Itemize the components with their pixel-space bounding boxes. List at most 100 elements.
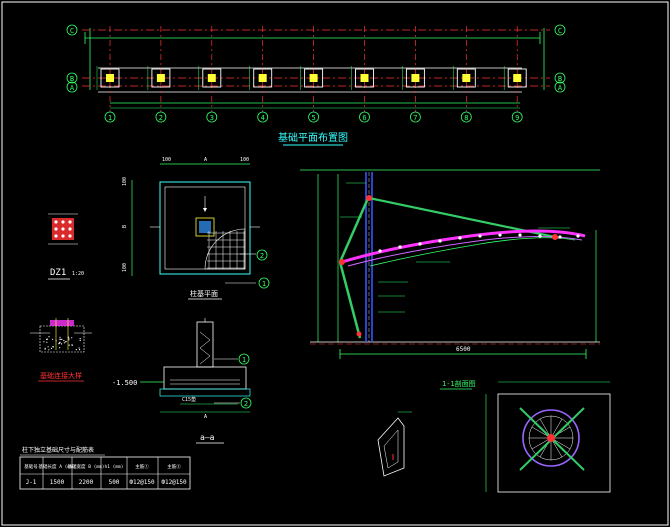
axis-label: 1 [108, 114, 112, 122]
concrete-speckle [52, 338, 54, 340]
concrete-speckle [59, 336, 61, 338]
bolt-dot [61, 234, 65, 238]
callout-bubble [256, 249, 268, 261]
column-marker [309, 74, 318, 82]
footing-outline [100, 68, 120, 88]
axis-label: C [70, 27, 74, 35]
node-section-11: 1-1剖面图 [440, 379, 611, 493]
anchor-detail-label: 基础连接大样 [40, 371, 82, 380]
concrete-speckle [59, 347, 61, 349]
table-cell: Ф12@150 [161, 479, 187, 486]
bolt-dot [61, 227, 65, 231]
axis-label: A [70, 84, 75, 92]
bolt-dot [61, 220, 65, 224]
axis-bubble [257, 111, 269, 123]
footing-dim-top: 100 [162, 157, 171, 163]
axis-bubble [66, 24, 78, 36]
concrete-speckle [67, 336, 69, 338]
column-marker [411, 74, 420, 82]
axis-label: B [558, 75, 562, 83]
axis-label: A [558, 84, 563, 92]
axis-bubble [554, 81, 566, 93]
footing-plan-detail: 100 A 100 100 B 100 2 1 柱基平面 [122, 157, 270, 300]
footing-outline [405, 68, 425, 88]
axis-bubble [104, 111, 116, 123]
column-marker [258, 74, 267, 82]
plan-title: 基础平面布置图 [278, 131, 348, 144]
axis-bubble [511, 111, 523, 123]
footing-dim-top: A [204, 157, 207, 163]
footing-plan-title: 柱基平面 [190, 289, 218, 298]
callout-label: 1 [242, 356, 246, 364]
axis-bubble [554, 24, 566, 36]
node-detail-title: 1-1剖面图 [442, 379, 476, 388]
concrete-speckle [46, 341, 48, 343]
table-header-cell: 主筋② [167, 463, 181, 470]
axis-bubble [554, 72, 566, 84]
table-header-row: 基础号 基础长度 A (mm) 基础宽度 B (mm) h1 (mm) 主筋① … [24, 463, 181, 470]
concrete-speckle [63, 342, 65, 344]
table-cell: J-1 [26, 479, 37, 486]
boom-joint [398, 245, 402, 249]
concrete-speckle [50, 347, 53, 349]
footing-outline [355, 68, 374, 88]
bolt-dot [68, 234, 72, 238]
callout-label: 2 [244, 400, 248, 408]
column-marker [156, 74, 165, 82]
concrete-speckle [60, 338, 62, 340]
axis-label: 2 [159, 114, 163, 122]
column-scale: 1:20 [72, 271, 84, 277]
canopy-elevation: 6500 [300, 169, 600, 359]
concrete-speckle [71, 344, 73, 346]
table-header-cell: 基础长度 A (mm) [39, 463, 76, 470]
elevation-dim-total: 6500 [456, 346, 471, 353]
boom-joint [458, 236, 462, 240]
concrete-speckle [65, 341, 67, 343]
footing-outline [202, 68, 222, 88]
concrete-speckle [44, 348, 46, 350]
axis-label: 8 [464, 114, 468, 122]
column-label: DZ1 [50, 268, 66, 278]
boom-joint [438, 239, 442, 243]
concrete-speckle [78, 347, 80, 349]
axis-label: 4 [261, 114, 265, 122]
concrete-speckle [75, 349, 77, 351]
column-marker [106, 74, 114, 82]
column-marker [513, 74, 522, 82]
concrete-speckle [68, 344, 70, 346]
footing-outline [456, 68, 476, 88]
boom-joint [518, 233, 522, 237]
concrete-speckle [58, 343, 60, 345]
axis-label: 3 [210, 114, 214, 122]
axis-bubble [409, 111, 421, 123]
section-dim-bottom: A [204, 414, 207, 420]
table-cell: 500 [109, 479, 120, 486]
axis-bubble [155, 111, 167, 123]
boom-joint [558, 235, 562, 239]
bolt-dot [68, 227, 72, 231]
boom-joint [576, 234, 580, 238]
footing-schedule-table: 柱下独立基础尺寸与配筋表 基础号 基础长度 A (mm) 基础宽度 B (mm)… [19, 446, 191, 490]
axis-bubble [359, 111, 370, 123]
concrete-speckle [79, 349, 81, 351]
axis-bubble [66, 72, 78, 84]
section-elevation: -1.500 [112, 379, 137, 387]
footing-dim-left: 100 [122, 177, 128, 186]
axis-bubble [66, 81, 78, 93]
axis-label: C [558, 27, 562, 35]
column-dz1-detail: DZ1 1:20 [48, 213, 84, 280]
callout-label: 2 [260, 252, 264, 260]
table-header-cell: h1 (mm) [105, 464, 124, 470]
concrete-speckle [68, 337, 70, 339]
axis-bubble [308, 111, 320, 123]
concrete-speckle [47, 346, 49, 348]
table-title: 柱下独立基础尺寸与配筋表 [22, 446, 94, 454]
callout-bubble [238, 353, 250, 365]
axis-bubble [460, 111, 472, 123]
footing-section-aa: -1.500 C15垫 A 1 2 a—a [112, 318, 252, 444]
footing-outline [151, 68, 171, 88]
